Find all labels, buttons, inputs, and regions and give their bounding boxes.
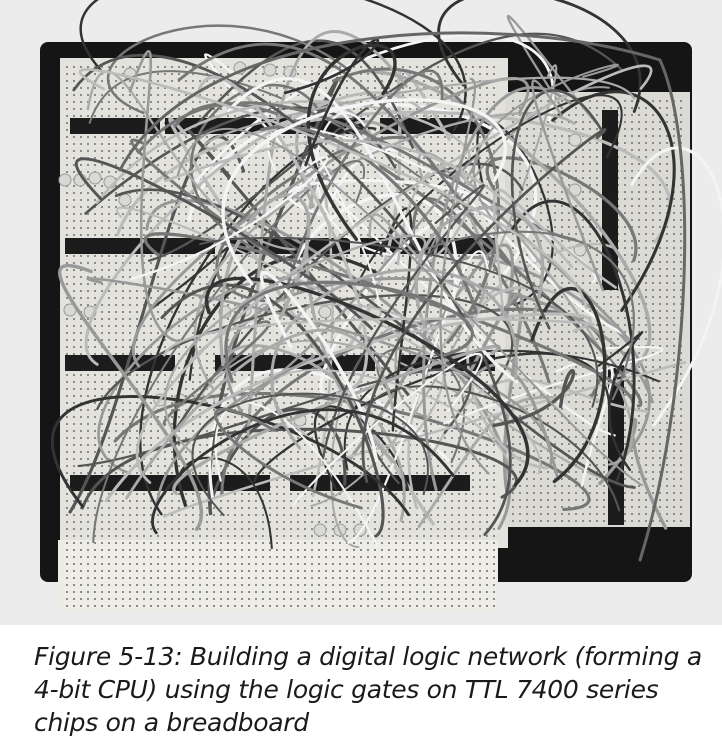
jumper-wire <box>283 38 380 167</box>
figure-caption: Figure 5-13: Building a digital logic ne… <box>34 642 702 737</box>
jumper-wire <box>163 317 595 357</box>
jumper-wire <box>74 157 374 331</box>
breadboard-holes <box>66 66 682 607</box>
jumper-wire <box>292 352 483 507</box>
jumper-wire <box>219 193 311 367</box>
jumper-wire <box>79 0 467 132</box>
jumper-wire <box>96 294 514 411</box>
jumper-wire <box>361 128 607 483</box>
hole-grid <box>66 66 682 607</box>
jumper-wire <box>162 361 686 518</box>
jumper-wire <box>414 205 545 329</box>
jumper-wire <box>68 135 246 514</box>
jumper-wire <box>555 356 614 487</box>
jumper-wire <box>598 417 668 530</box>
jumper-wire <box>125 328 395 500</box>
jumper-wire <box>485 156 638 263</box>
jumper-wire <box>420 230 635 401</box>
jumper-wire <box>128 50 182 343</box>
jumper-wire <box>225 276 654 414</box>
jumper-wires <box>50 0 722 562</box>
jumper-wire <box>270 268 518 450</box>
jumper-wire <box>163 234 427 456</box>
jumper-wire <box>80 427 518 510</box>
jumper-wire <box>368 213 470 291</box>
led <box>318 305 332 319</box>
led <box>263 63 277 77</box>
jumper-wire <box>287 179 493 220</box>
jumper-wire <box>492 188 617 311</box>
led <box>313 523 327 537</box>
jumper-wire <box>246 30 408 437</box>
jumper-wire <box>492 369 576 428</box>
jumper-wire <box>439 77 490 475</box>
jumper-wire <box>466 286 562 470</box>
jumper-wire <box>531 79 605 292</box>
jumper-wire <box>349 243 515 460</box>
jumper-wire <box>224 280 474 384</box>
jumper-wire <box>306 43 397 241</box>
led <box>88 171 102 185</box>
jumper-wire <box>417 395 559 528</box>
jumper-wire <box>221 98 507 286</box>
led <box>568 133 582 147</box>
jumper-wire <box>164 139 574 269</box>
jumper-wire <box>179 456 273 550</box>
jumper-wire <box>79 68 588 310</box>
jumper-wire <box>510 89 604 330</box>
led <box>118 193 132 207</box>
jumper-wire <box>58 263 204 531</box>
jumper-wire <box>199 236 599 408</box>
jumper-wire <box>136 64 653 484</box>
jumper-wire <box>118 31 687 562</box>
jumper-wire <box>84 91 430 366</box>
ic-chip <box>70 118 160 134</box>
jumper-wire <box>130 155 329 280</box>
jumper-wire <box>115 110 672 244</box>
jumper-wire <box>221 344 406 522</box>
jumper-wire <box>176 127 643 487</box>
jumper-wire <box>214 407 363 510</box>
jumper-wire <box>84 106 397 215</box>
jumper-wire <box>151 408 455 535</box>
jumper-wire <box>422 86 572 492</box>
jumper-wire <box>106 24 351 115</box>
jumper-wire <box>453 363 560 481</box>
jumper-wire <box>321 184 485 460</box>
jumper-wire <box>476 120 554 306</box>
jumper-wire <box>72 53 512 536</box>
jumper-wire <box>191 392 429 517</box>
jumper-wire <box>204 76 636 151</box>
jumper-wire <box>177 42 511 265</box>
jumper-wire <box>226 77 519 384</box>
jumper-wire <box>283 69 444 299</box>
jumper-wire <box>155 354 316 507</box>
jumper-wire <box>376 347 466 464</box>
jumper-wire <box>530 286 607 484</box>
led <box>58 173 72 187</box>
breadboard-cpu-photo <box>0 0 722 625</box>
jumper-wire <box>630 146 722 427</box>
jumper-wire <box>104 312 592 503</box>
jumper-wire <box>379 207 413 432</box>
